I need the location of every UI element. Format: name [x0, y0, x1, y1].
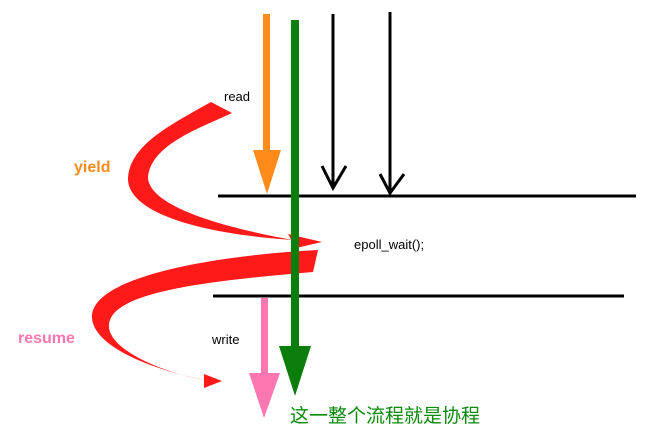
epoll-wait-label: epoll_wait(); [354, 237, 425, 252]
resume-swoosh [91, 250, 318, 388]
write-label: write [212, 332, 240, 347]
green-flow-arrow [279, 20, 311, 396]
orange-read-arrow [253, 14, 281, 194]
pink-write-arrow [249, 298, 280, 418]
coroutine-note: 这一整个流程就是协程 [290, 405, 481, 427]
read-label: read [224, 89, 251, 104]
black-arrow-2 [378, 12, 406, 196]
resume-label: resume [18, 330, 75, 347]
yield-label: yield [74, 159, 111, 176]
black-arrow-1 [320, 14, 348, 192]
